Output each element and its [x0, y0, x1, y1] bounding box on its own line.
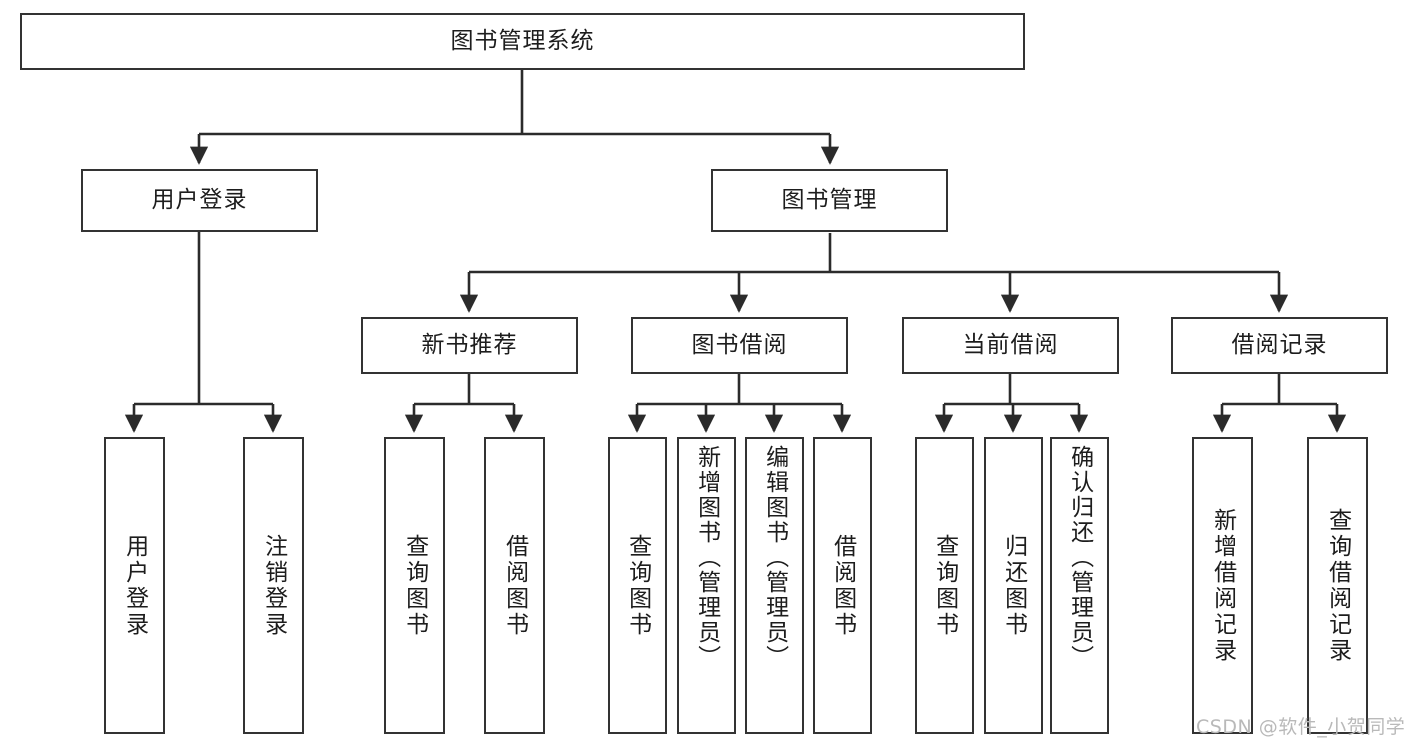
leaf-confirm-return-admin[interactable]: 确认归还（管理员） [1050, 437, 1109, 734]
node-book-borrow-label: 图书借阅 [691, 332, 788, 359]
leaf-user-login[interactable]: 用户登录 [104, 437, 165, 734]
node-new-book-recommend-label: 新书推荐 [421, 332, 518, 359]
leaf-return-book-label: 归还图书 [1000, 533, 1027, 638]
leaf-add-book-admin[interactable]: 新增图书（管理员） [677, 437, 736, 734]
leaf-logout[interactable]: 注销登录 [243, 437, 304, 734]
leaf-query-book-recommend-label: 查询图书 [401, 533, 428, 638]
leaf-confirm-return-admin-label: 确认归还（管理员） [1066, 445, 1093, 670]
node-user-login-label: 用户登录 [151, 187, 248, 214]
leaf-query-book-recommend[interactable]: 查询图书 [384, 437, 445, 734]
leaf-query-book-borrow-label: 查询图书 [624, 533, 651, 638]
node-root[interactable]: 图书管理系统 [20, 13, 1025, 70]
node-borrow-record[interactable]: 借阅记录 [1171, 317, 1388, 374]
node-book-management[interactable]: 图书管理 [711, 169, 948, 232]
leaf-query-book-borrow[interactable]: 查询图书 [608, 437, 667, 734]
node-current-borrow[interactable]: 当前借阅 [902, 317, 1119, 374]
leaf-borrow-book-borrow[interactable]: 借阅图书 [813, 437, 872, 734]
leaf-query-book-current[interactable]: 查询图书 [915, 437, 974, 734]
leaf-add-borrow-record-label: 新增借阅记录 [1209, 507, 1236, 664]
leaf-borrow-book-borrow-label: 借阅图书 [829, 533, 856, 638]
node-new-book-recommend[interactable]: 新书推荐 [361, 317, 578, 374]
leaf-add-book-admin-label: 新增图书（管理员） [693, 445, 720, 670]
leaf-query-borrow-record[interactable]: 查询借阅记录 [1307, 437, 1368, 734]
leaf-return-book[interactable]: 归还图书 [984, 437, 1043, 734]
node-root-label: 图书管理系统 [450, 28, 595, 55]
leaf-user-login-label: 用户登录 [121, 533, 148, 638]
node-current-borrow-label: 当前借阅 [962, 332, 1059, 359]
node-book-management-label: 图书管理 [781, 187, 878, 214]
leaf-borrow-book-recommend-label: 借阅图书 [501, 533, 528, 638]
node-book-borrow[interactable]: 图书借阅 [631, 317, 848, 374]
leaf-edit-book-admin[interactable]: 编辑图书（管理员） [745, 437, 804, 734]
leaf-edit-book-admin-label: 编辑图书（管理员） [761, 445, 788, 670]
csdn-watermark: CSDN @软件_小贺同学 [1196, 716, 1405, 738]
leaf-query-borrow-record-label: 查询借阅记录 [1324, 507, 1351, 664]
node-borrow-record-label: 借阅记录 [1231, 332, 1328, 359]
leaf-add-borrow-record[interactable]: 新增借阅记录 [1192, 437, 1253, 734]
leaf-borrow-book-recommend[interactable]: 借阅图书 [484, 437, 545, 734]
leaf-query-book-current-label: 查询图书 [931, 533, 958, 638]
node-user-login[interactable]: 用户登录 [81, 169, 318, 232]
leaf-logout-label: 注销登录 [260, 533, 287, 638]
